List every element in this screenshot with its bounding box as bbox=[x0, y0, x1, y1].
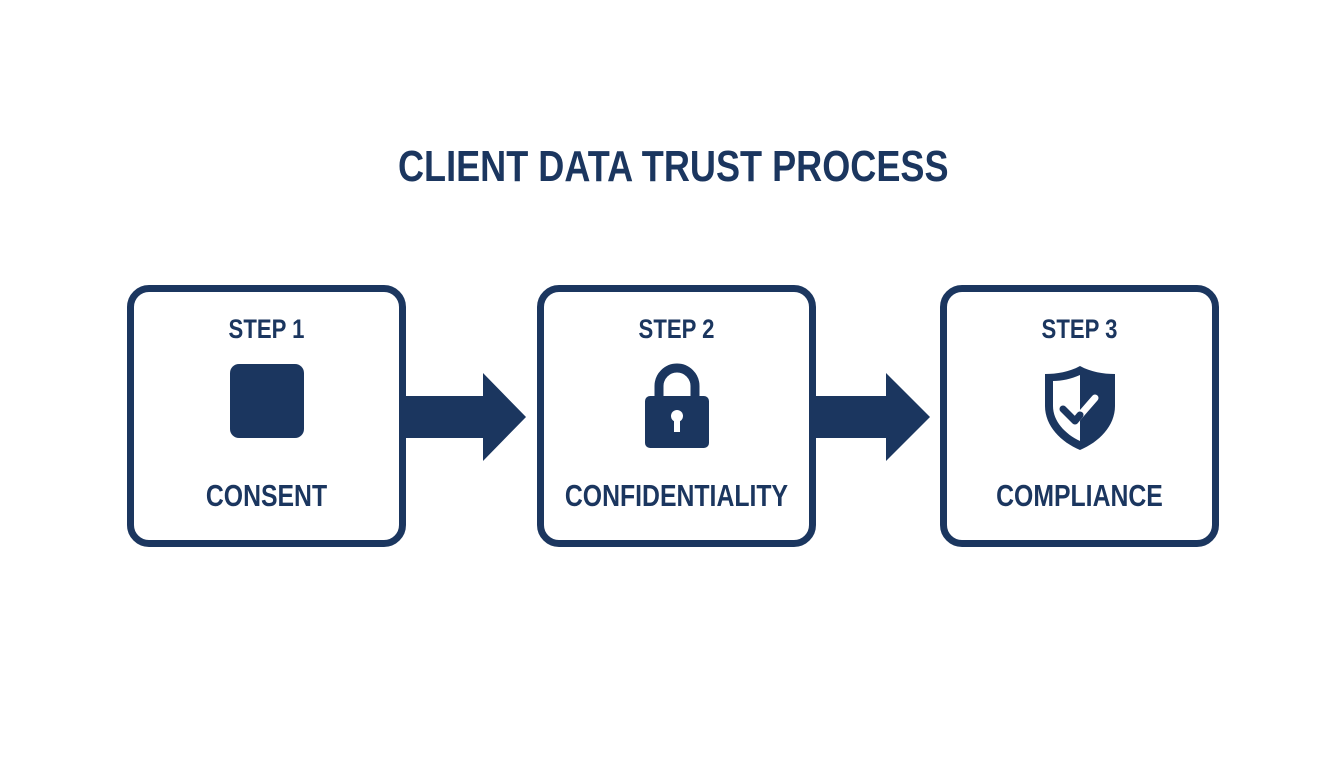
square-icon bbox=[229, 364, 304, 443]
step-1-label: STEP 1 bbox=[228, 314, 305, 344]
arrow-right-icon bbox=[815, 373, 933, 466]
lock-icon bbox=[644, 362, 709, 453]
shield-check-icon bbox=[1043, 364, 1117, 457]
diagram-title: CLIENT DATA TRUST PROCESS bbox=[397, 142, 949, 191]
step-2-box: STEP 2 CONFIDENTIALITY bbox=[537, 285, 816, 547]
step-2-label: STEP 2 bbox=[638, 314, 715, 344]
step-3-label: STEP 3 bbox=[1041, 314, 1118, 344]
step-1-box: STEP 1 CONSENT bbox=[127, 285, 406, 547]
arrow-right-icon bbox=[406, 373, 528, 466]
step-1-name: CONSENT bbox=[205, 478, 328, 513]
step-3-box: STEP 3 COMPLIANCE bbox=[940, 285, 1219, 547]
step-2-name: CONFIDENTIALITY bbox=[564, 478, 789, 513]
step-3-name: COMPLIANCE bbox=[996, 478, 1163, 513]
